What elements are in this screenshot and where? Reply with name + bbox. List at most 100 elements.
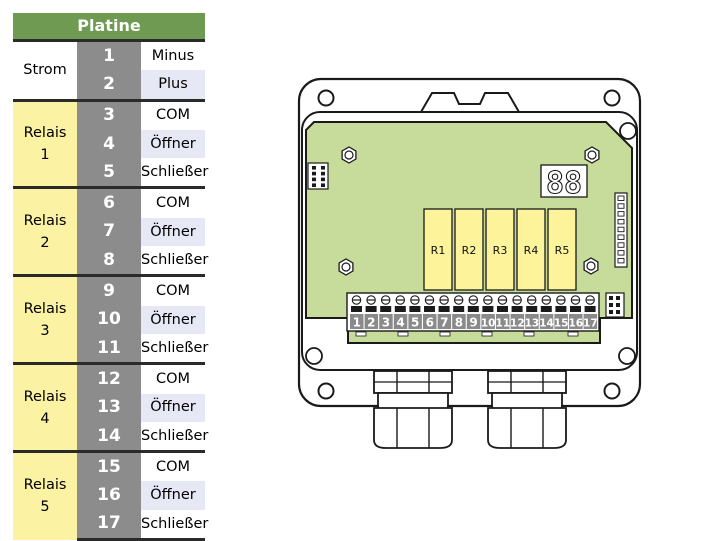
terminal: 6 (423, 295, 437, 330)
group-label: Relais 4 (23, 388, 67, 427)
group-label: Relais 5 (23, 477, 67, 516)
terminal-number: 7 (440, 316, 448, 330)
terminal: 17 (583, 295, 598, 330)
terminal-number: 16 (568, 318, 583, 330)
pin-number: 13 (77, 393, 141, 422)
pin-function: COM (141, 186, 205, 218)
terminal-marker (481, 331, 493, 337)
header-pin (617, 257, 625, 264)
pin-function: Schließer (141, 333, 208, 364)
terminal: 14 (539, 295, 554, 330)
pin-function: COM (141, 98, 205, 130)
terminal-number: 6 (426, 316, 434, 330)
pin-number: 17 (77, 509, 141, 541)
relay-2: R2 (454, 208, 484, 291)
housing-latch (419, 92, 521, 113)
pin-number: 1 (77, 39, 141, 71)
standoff-top-right (584, 146, 600, 164)
terminal-number: 5 (411, 316, 419, 330)
pin-number: 12 (77, 362, 141, 394)
relay-1: R1 (423, 208, 453, 291)
pin-header-right (614, 192, 628, 268)
header-pin (617, 203, 625, 209)
terminal: 3 (379, 295, 393, 330)
header-pin (321, 177, 325, 182)
pin-function: Öffner (141, 305, 205, 334)
pin-function: Öffner (141, 217, 205, 247)
group-label-cell: Strom (13, 39, 77, 101)
pin-function: COM (141, 450, 205, 482)
relay-label: R2 (462, 244, 477, 257)
group-label-cell: Relais 5 (13, 450, 77, 540)
relay-3: R3 (485, 208, 515, 291)
header-pin (312, 171, 316, 176)
pin-function: Schließer (141, 421, 208, 452)
header-pin (617, 250, 625, 256)
pin-function: Öffner (141, 129, 205, 159)
pin-number: 2 (77, 70, 141, 101)
terminal: 7 (437, 295, 452, 330)
jumper-pin (616, 296, 620, 300)
terminal: 15 (554, 295, 568, 330)
pin-function: Minus (141, 39, 205, 71)
standoff-top-left (341, 146, 357, 164)
terminal: 1 (350, 295, 364, 330)
jumper-pin (609, 310, 613, 314)
jumper-pin (609, 296, 613, 300)
terminal-number: 4 (396, 316, 404, 330)
terminal-number: 10 (481, 318, 496, 330)
header-pin (312, 183, 316, 187)
pin-number: 15 (77, 450, 141, 482)
pin-number: 5 (77, 158, 141, 188)
pin-number: 10 (77, 305, 141, 334)
group-label: Strom (23, 62, 67, 79)
header-pin (617, 195, 625, 201)
pin-number: 7 (77, 217, 141, 247)
pin-function: Öffner (141, 393, 205, 422)
terminal: 10 (481, 295, 496, 330)
pin-header-left (307, 162, 329, 190)
terminal: 9 (466, 295, 481, 330)
pin-number: 11 (77, 333, 141, 364)
terminal-number: 2 (367, 316, 375, 330)
group-label-cell: Relais 2 (13, 186, 77, 276)
header-pin (617, 211, 625, 217)
group-label-cell: Relais 4 (13, 362, 77, 452)
display-digits: 88 (546, 166, 582, 201)
pin-function: COM (141, 274, 205, 306)
pin-number: 4 (77, 129, 141, 159)
header-pin (312, 177, 316, 182)
jumper-block (605, 292, 625, 318)
terminal: 2 (364, 295, 379, 330)
group-label-cell: Relais 3 (13, 274, 77, 364)
terminal: 5 (408, 295, 422, 330)
pin-function: COM (141, 362, 205, 394)
terminal-marker (523, 331, 535, 337)
jumper-pin (616, 303, 620, 307)
group-label: Relais 2 (23, 212, 67, 251)
terminal-marker (567, 331, 579, 337)
terminal-number: 9 (469, 316, 477, 330)
pin-function: Schließer (141, 246, 208, 276)
header-pin (617, 226, 625, 233)
pin-function: Plus (141, 70, 205, 101)
housing-screw-bottom-right (618, 347, 636, 365)
terminal: 4 (393, 295, 408, 330)
relay-label: R4 (524, 244, 539, 257)
housing-screw-top-right (619, 122, 637, 140)
terminal: 12 (510, 295, 525, 330)
relay-label: R3 (493, 244, 508, 257)
terminal-number: 3 (382, 316, 390, 330)
pin-number: 6 (77, 186, 141, 218)
